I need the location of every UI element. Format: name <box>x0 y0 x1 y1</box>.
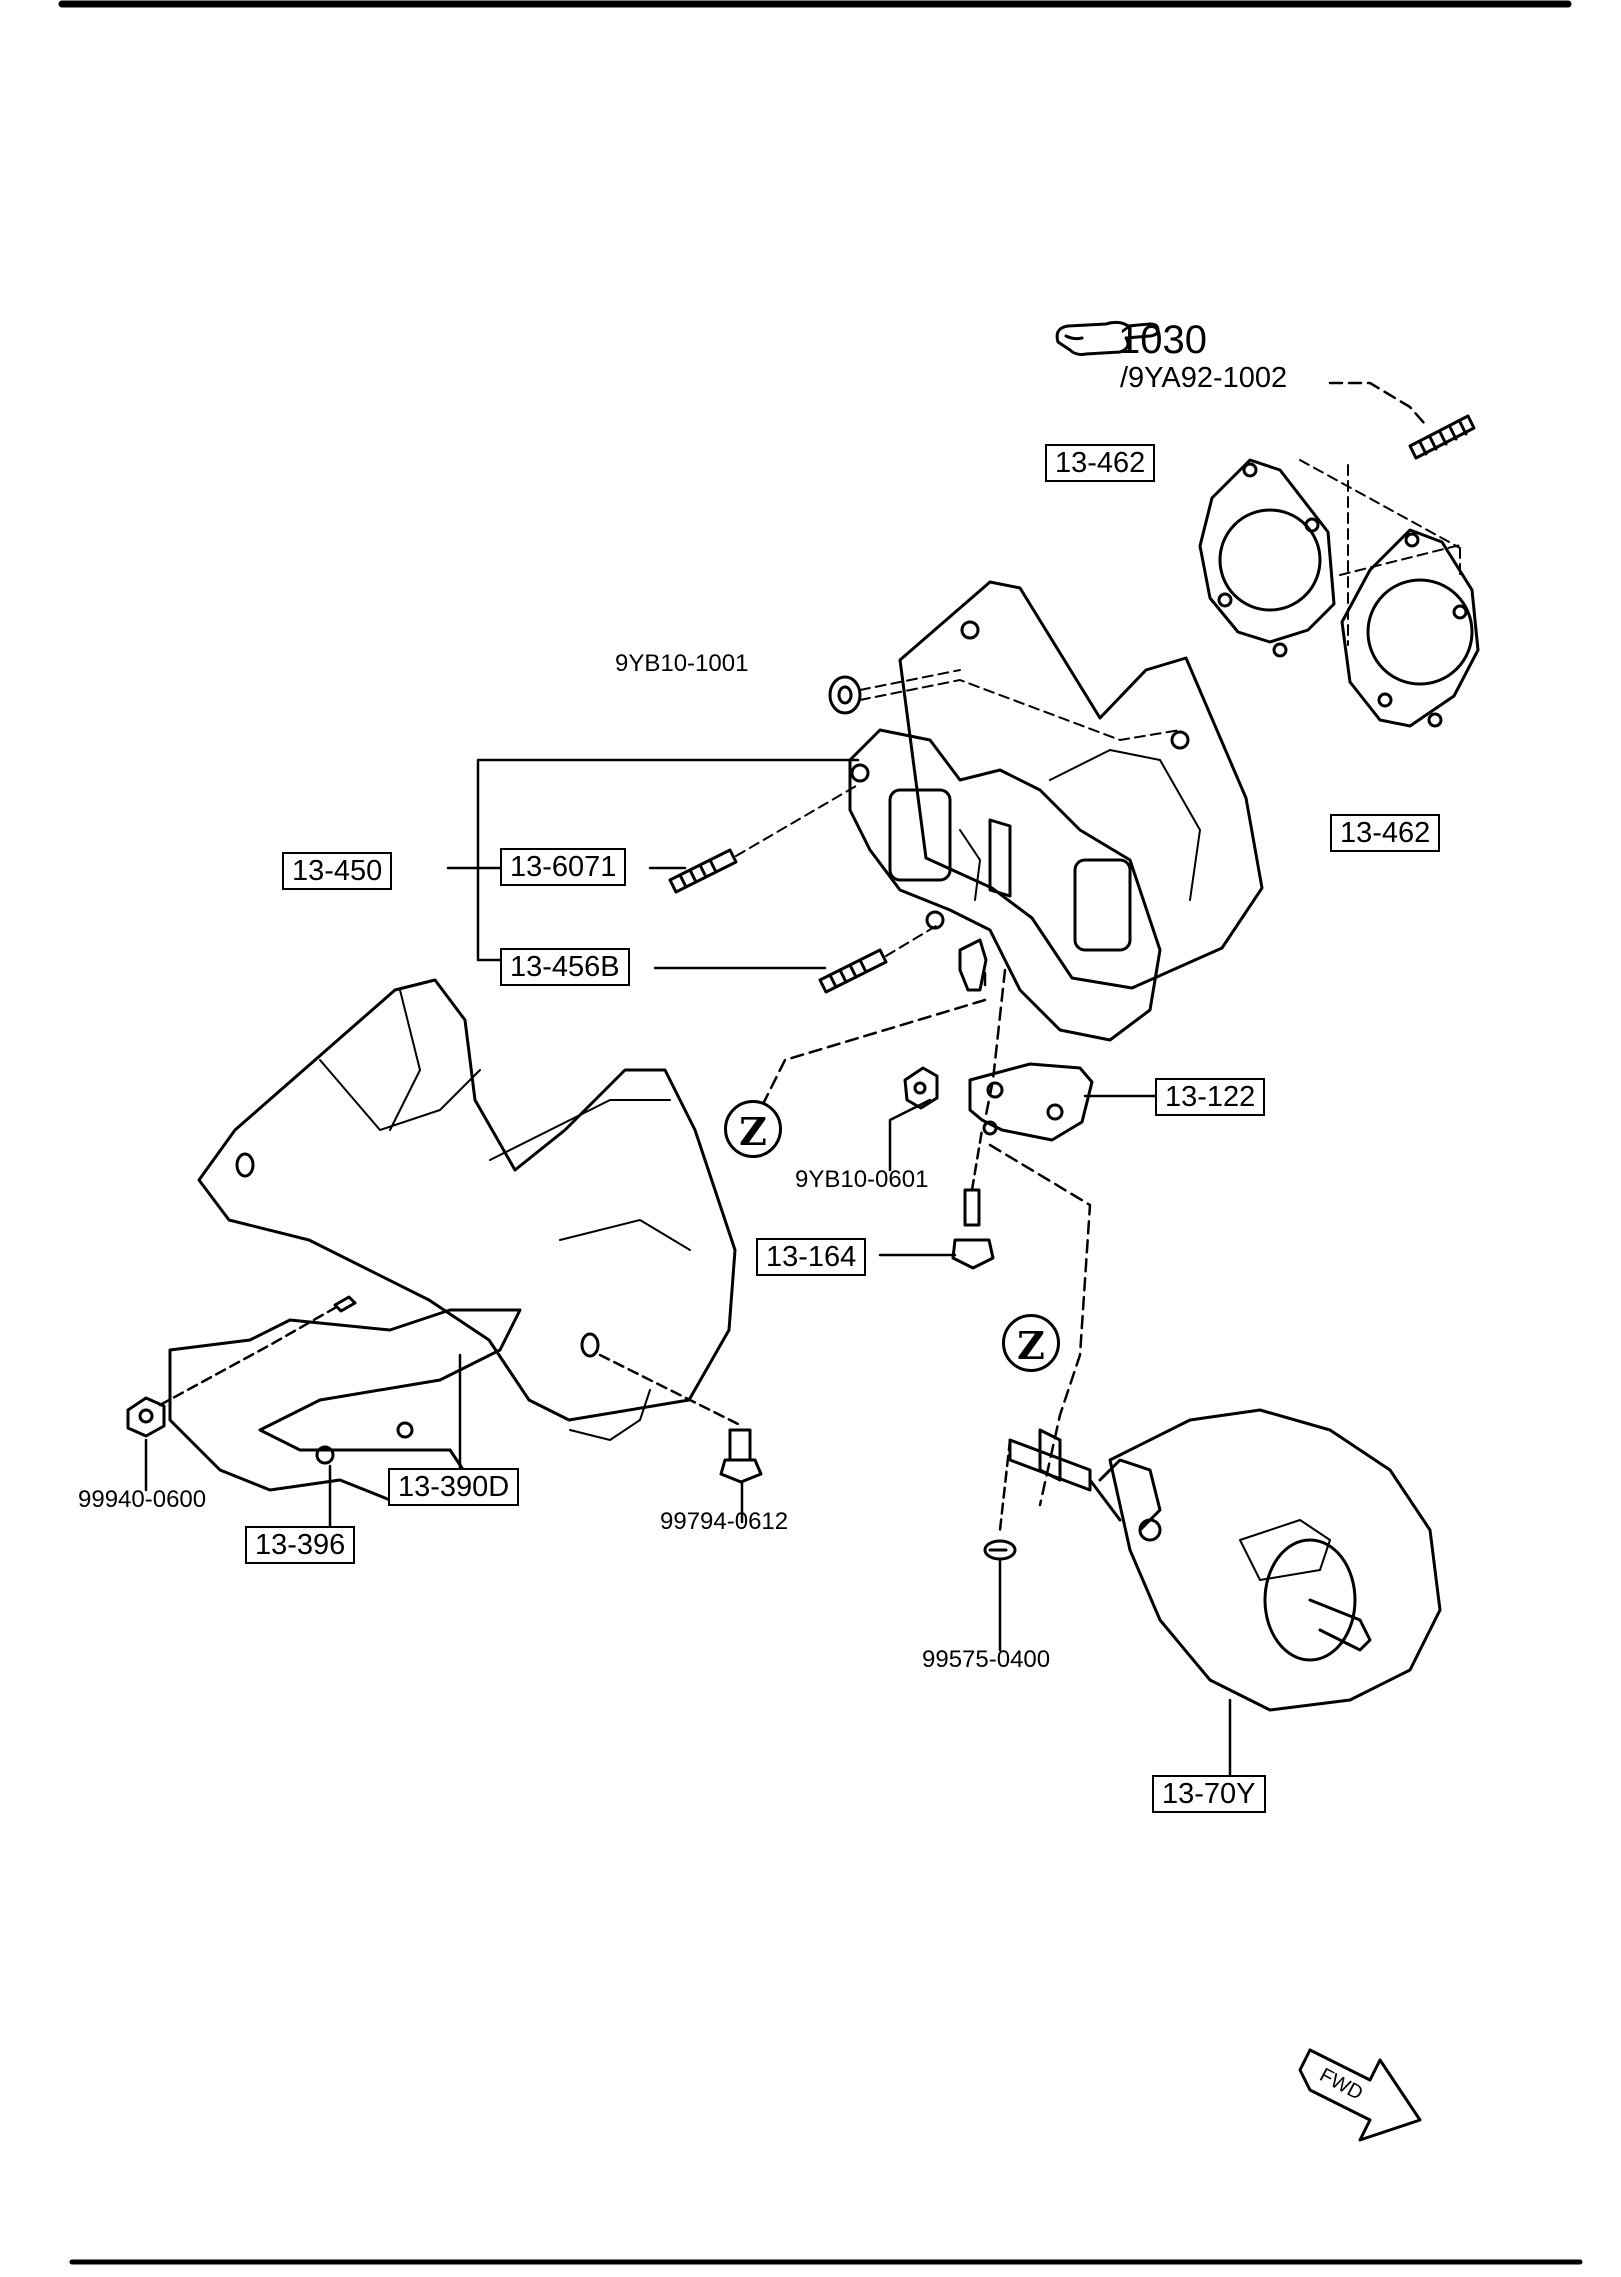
ref-number[interactable]: 1030 <box>1118 318 1207 362</box>
label-13-456b[interactable]: 13-456B <box>500 948 630 986</box>
gasket-rear <box>1340 528 1480 728</box>
label-13-164[interactable]: 13-164 <box>756 1238 867 1276</box>
gasket-front <box>1198 458 1336 658</box>
label-99794-0612[interactable]: 99794-0612 <box>660 1508 789 1535</box>
stud-shield <box>333 1295 357 1313</box>
label-13-390d[interactable]: 13-390D <box>388 1468 520 1506</box>
actuator-13-70y <box>1008 1408 1442 1712</box>
label-13-462-bottom[interactable]: 13-462 <box>1330 814 1441 852</box>
label-13-6071[interactable]: 13-6071 <box>500 848 627 886</box>
label-13-462-top[interactable]: 13-462 <box>1045 444 1156 482</box>
clip-99575-0400 <box>983 1539 1017 1561</box>
pointing-hand-icon <box>1055 320 1160 356</box>
label-13-70y[interactable]: 13-70Y <box>1152 1775 1266 1813</box>
stud-13-6071 <box>668 848 738 894</box>
ref-subpart[interactable]: /9YA92-1002 <box>1120 362 1288 394</box>
stud-top-right <box>1408 414 1476 460</box>
exhaust-manifold <box>848 580 1264 1042</box>
heat-shield <box>197 978 737 1441</box>
label-99575-0400[interactable]: 99575-0400 <box>922 1646 1051 1673</box>
z-marker-lower: Z <box>1002 1314 1060 1372</box>
label-13-450[interactable]: 13-450 <box>282 852 393 890</box>
fwd-label: FWD <box>1316 2064 1367 2105</box>
bolt-99794-0612 <box>719 1428 763 1484</box>
bracket-13-122 <box>968 1062 1094 1142</box>
label-9yb10-1001[interactable]: 9YB10-1001 <box>615 650 749 677</box>
flange-nut-left <box>126 1396 166 1438</box>
label-13-122[interactable]: 13-122 <box>1155 1078 1266 1116</box>
z-marker-upper: Z <box>724 1100 782 1158</box>
label-9yb10-0601[interactable]: 9YB10-0601 <box>795 1166 929 1193</box>
fwd-arrow-icon <box>1298 2048 1422 2142</box>
stud-13-456b <box>818 948 888 994</box>
label-99940-0600[interactable]: 99940-0600 <box>78 1486 207 1513</box>
flange-nut-top <box>828 675 862 715</box>
label-13-396[interactable]: 13-396 <box>245 1526 356 1564</box>
flange-nut-mid <box>903 1066 939 1110</box>
plate-13-396 <box>168 1308 522 1502</box>
bolt-13-164 <box>951 1188 995 1270</box>
